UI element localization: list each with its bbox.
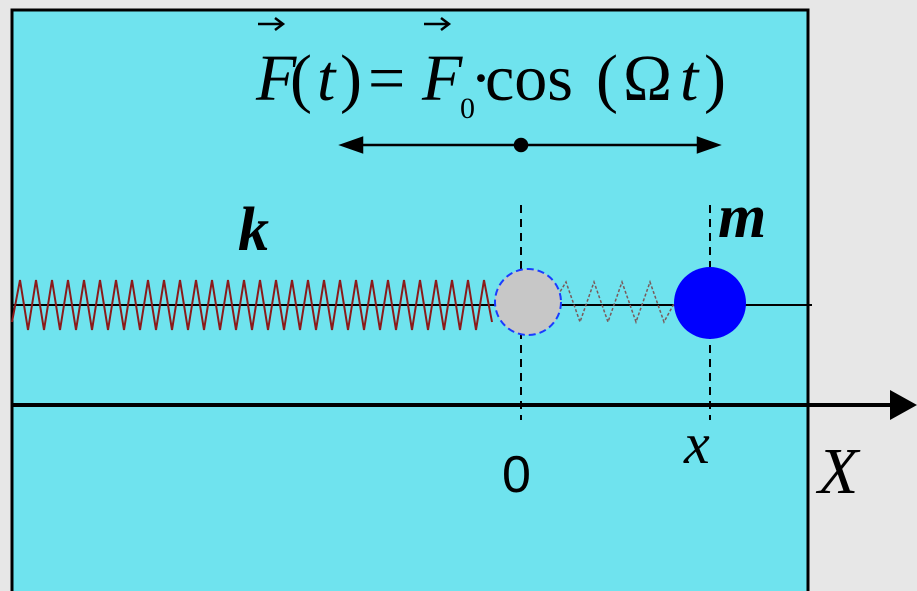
label-axis-X: X	[815, 435, 861, 508]
formula-cos: cos	[485, 42, 573, 115]
double-arrow-icon	[338, 136, 722, 154]
formula-equals: =	[368, 42, 405, 115]
label-m: m	[718, 183, 766, 251]
spring-main	[11, 279, 493, 331]
x-axis-arrow-icon	[890, 390, 917, 420]
spring-extension	[554, 279, 677, 325]
formula-omega: Ω	[623, 42, 672, 115]
formula-arg-t: t	[680, 42, 700, 115]
position-markers	[520, 205, 711, 420]
formula-open-paren: (	[290, 42, 312, 115]
formula-subscript-0: 0	[460, 92, 475, 125]
formula-arg-open-paren: (	[596, 42, 618, 115]
force-formula: F ( t ) = F 0 · cos ( Ω t )	[255, 42, 726, 125]
formula-t: t	[317, 42, 337, 115]
mass-ball	[674, 267, 746, 339]
vector-arrow-icon	[258, 17, 452, 31]
label-origin: 0	[502, 446, 531, 504]
formula-dot: ·	[470, 42, 492, 115]
formula-F0: F	[421, 42, 463, 115]
equilibrium-ball	[494, 268, 562, 336]
label-x: x	[683, 411, 710, 476]
label-k: k	[238, 196, 269, 264]
formula-close-paren: )	[340, 42, 362, 115]
formula-F: F	[255, 42, 297, 115]
formula-arg-close-paren: )	[704, 42, 726, 115]
